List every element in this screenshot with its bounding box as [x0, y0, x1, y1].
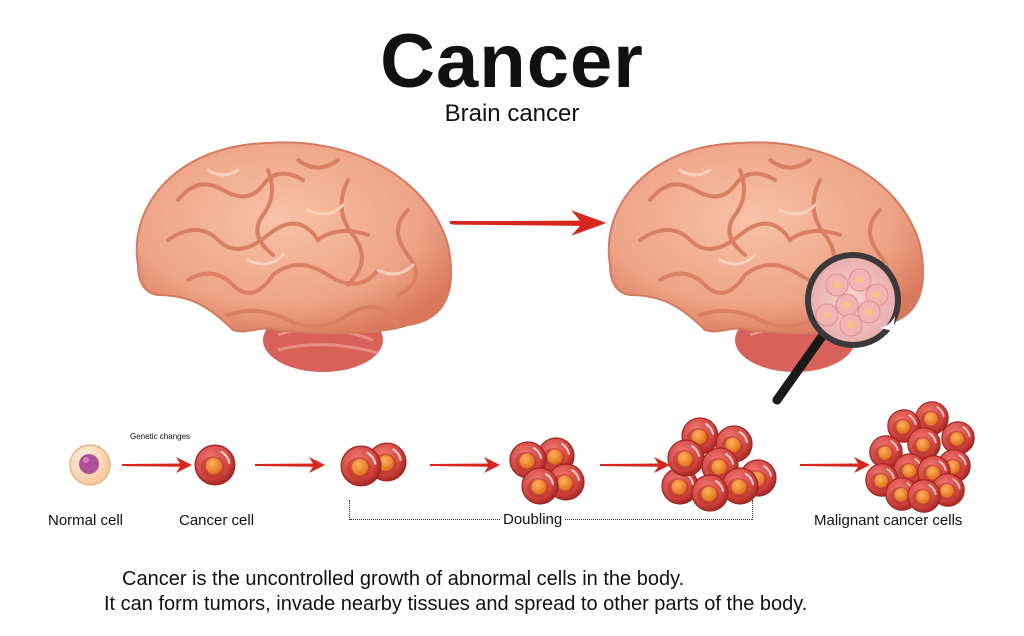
cells-2	[340, 442, 407, 487]
doubling-label: Doubling	[500, 511, 566, 528]
malignant-cells-label: Malignant cancer cells	[814, 512, 963, 529]
arrow-right-icon	[430, 457, 500, 473]
cells-4	[509, 437, 585, 505]
description-line-1: Cancer is the uncontrolled growth of abn…	[122, 568, 685, 590]
description-line-2: It can form tumors, invade nearby tissue…	[104, 593, 808, 615]
arrow-right-icon	[450, 210, 607, 236]
healthy-brain	[135, 141, 453, 372]
cancer-cell	[194, 444, 236, 486]
normal-cell-label: Normal cell	[48, 512, 124, 529]
arrow-right-icon	[255, 457, 325, 473]
arrow-right-icon	[122, 457, 192, 473]
cancer-cell-label: Cancer cell	[179, 512, 255, 529]
cells-8	[661, 417, 777, 512]
malignant-cells	[864, 400, 976, 514]
arrow-right-icon	[800, 457, 870, 473]
normal-cell	[69, 444, 111, 486]
doubling-bracket: Doubling	[349, 500, 753, 528]
page-subtitle: Brain cancer	[444, 100, 580, 127]
genetic-changes-label: Genetic changes	[130, 432, 191, 441]
page-title: Cancer	[380, 19, 644, 104]
magnifying-glass-icon	[772, 252, 901, 405]
